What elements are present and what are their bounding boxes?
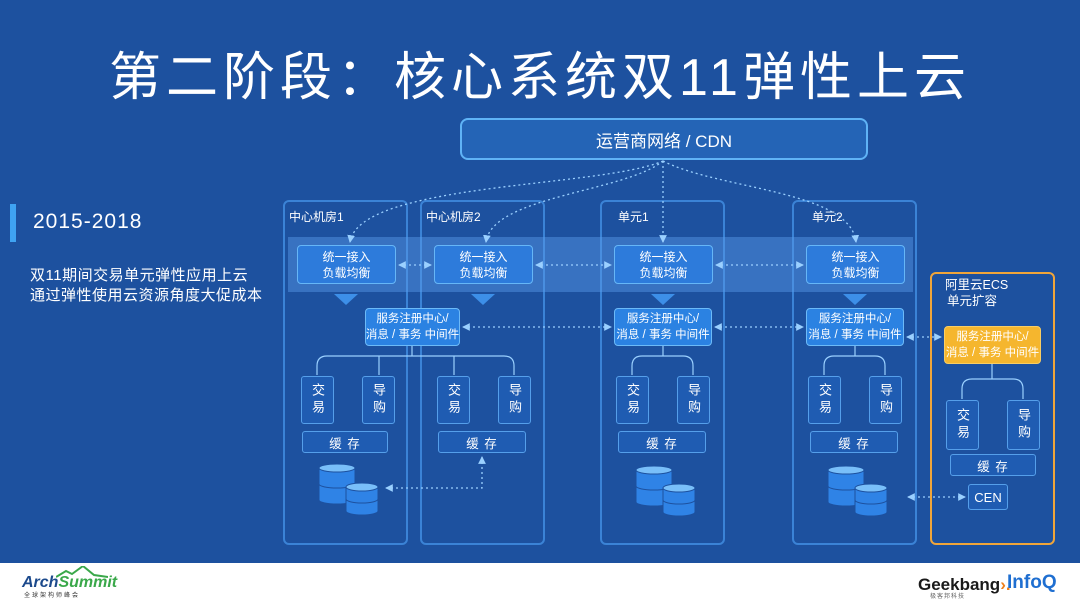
cache-box: 缓 存 [950,454,1036,476]
load-balancer-box: 统一接入 负载均衡 [434,245,533,284]
service-center-box: 服务注册中心/ 消息 / 事务 中间件 [614,308,712,346]
cache-label: 缓 存 [838,436,870,451]
description-line: 通过弹性使用云资源角度大促成本 [30,287,263,304]
cache-label: 缓 存 [329,436,361,451]
cache-label: 缓 存 [646,436,678,451]
service-center-box: 服务注册中心/ 消息 / 事务 中间件 [365,308,460,346]
shopping-guide-label: 导购 [371,383,386,417]
cloud-ecs-frame [930,272,1055,545]
cdn-label: 运营商网络 / CDN [596,131,732,151]
archsummit-logo-part1: Arch [22,574,59,591]
cloud-ecs-subtitle: 单元扩容 [947,294,998,308]
load-balancer-line1: 统一接入 [831,249,880,264]
trade-box: 交易 [946,400,979,450]
column-label: 中心机房1 [289,210,344,224]
mountain-logo-line [56,566,108,578]
load-balancer-line1: 统一接入 [639,249,688,264]
service-center-line1: 服务注册中心/ [626,313,700,325]
service-center-line2: 消息 / 事务 中间件 [945,347,1040,359]
mountain-logo-icon [56,566,108,578]
service-center-line1: 服务注册中心/ [376,313,449,325]
shopping-guide-box: 导购 [1007,400,1040,450]
cache-box: 缓 存 [810,431,898,453]
slide-title: 第二阶段：核心系统双11弹性上云 [109,49,971,107]
cache-box: 缓 存 [438,431,526,453]
service-center-box: 服务注册中心/ 消息 / 事务 中间件 [806,308,904,346]
cen-label: CEN [974,489,1002,505]
service-center-line2: 消息 / 事务 中间件 [808,329,902,341]
load-balancer-line2: 负载均衡 [639,265,688,280]
geekbang-logo-text: Geekbang [918,575,1001,594]
archsummit-logo-part2: Summit [58,574,118,591]
cloud-ecs-title: 阿里云ECS [945,278,1009,292]
archsummit-logo: ArchSummit [22,574,117,592]
infoq-logo: InfoQ [1007,572,1057,593]
trade-label: 交易 [310,383,325,417]
load-balancer-line2: 负载均衡 [322,265,371,280]
shopping-guide-label: 导购 [686,383,701,417]
cache-label: 缓 存 [977,459,1009,474]
service-center-line2: 消息 / 事务 中间件 [365,329,460,341]
service-center-line2: 消息 / 事务 中间件 [616,329,710,341]
cdn-box: 运营商网络 / CDN [460,118,868,160]
trade-box: 交易 [616,376,649,424]
trade-box: 交易 [808,376,841,424]
shopping-guide-label: 导购 [507,383,522,417]
cloud-service-center-box: 服务注册中心/ 消息 / 事务 中间件 [944,326,1041,364]
shopping-guide-label: 导购 [878,383,893,417]
shopping-guide-box: 导购 [869,376,902,424]
trade-label: 交易 [446,383,461,417]
trade-label: 交易 [955,408,970,442]
trade-box: 交易 [437,376,470,424]
trade-label: 交易 [625,383,640,417]
load-balancer-line1: 统一接入 [459,249,508,264]
slide-description: 双11期间交易单元弹性应用上云 通过弹性使用云资源角度大促成本 [30,266,263,306]
cache-box: 缓 存 [302,431,388,453]
shopping-guide-box: 导购 [498,376,531,424]
description-line: 双11期间交易单元弹性应用上云 [30,267,249,284]
period-accent-bar [10,204,16,242]
column-label: 单元1 [618,210,649,224]
period-label: 2015-2018 [33,210,143,233]
load-balancer-box: 统一接入 负载均衡 [297,245,396,284]
cache-label: 缓 存 [466,436,498,451]
trade-box: 交易 [301,376,334,424]
load-balancer-line1: 统一接入 [322,249,371,264]
shopping-guide-box: 导购 [677,376,710,424]
shopping-guide-box: 导购 [362,376,395,424]
column-label: 单元2 [812,210,843,224]
cen-box: CEN [968,484,1008,510]
footer-bar: ArchSummit 全球架构师峰会 Geekbang›. 极客邦科技 Info… [0,563,1080,604]
load-balancer-line2: 负载均衡 [831,265,880,280]
geekbang-logo: Geekbang›. [918,575,1011,594]
load-balancer-line2: 负载均衡 [459,265,508,280]
column-label: 中心机房2 [426,210,481,224]
archsummit-tagline: 全球架构师峰会 [24,593,81,599]
geekbang-chevron-icon: ›. [1000,575,1011,594]
cache-box: 缓 存 [618,431,706,453]
load-balancer-box: 统一接入 负载均衡 [614,245,713,284]
shopping-guide-label: 导购 [1016,408,1031,442]
load-balancer-box: 统一接入 负载均衡 [806,245,905,284]
service-center-line1: 服务注册中心/ [956,331,1029,343]
service-center-line1: 服务注册中心/ [818,313,892,325]
trade-label: 交易 [817,383,832,417]
geekbang-tagline: 极客邦科技 [930,594,966,600]
